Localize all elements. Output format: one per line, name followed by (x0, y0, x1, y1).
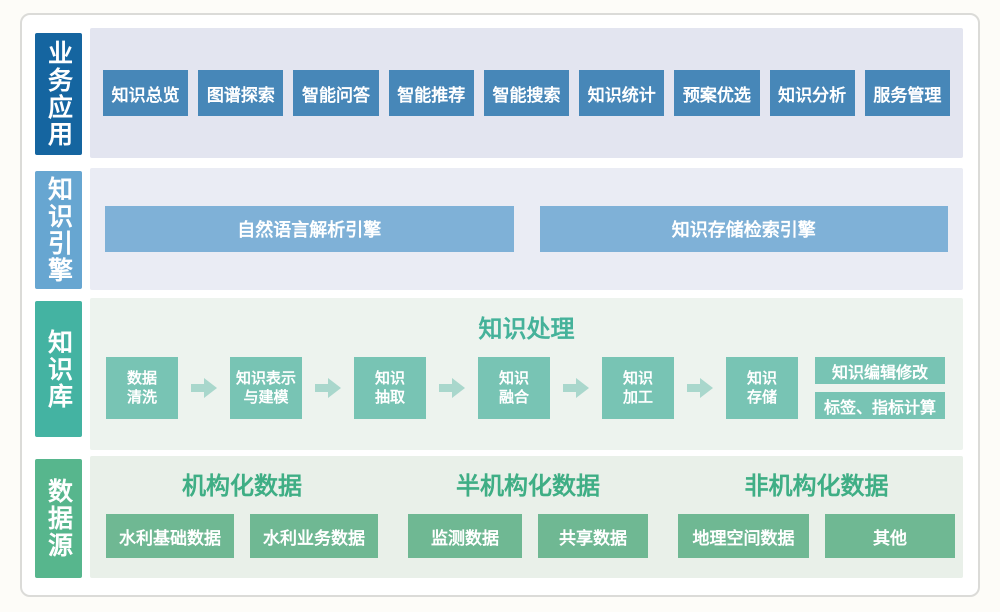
flow-step-data-cleaning: 数据 清洗 (106, 357, 178, 419)
flow-step-line: 数据 (126, 368, 157, 387)
data-group-structured: 机构化数据 水利基础数据 水利业务数据 (106, 466, 378, 558)
data-group-title: 半机构化数据 (456, 472, 600, 500)
data-source-panel: 机构化数据 水利基础数据 水利业务数据 半机构化数据 监测数据 共享数据 非机构… (90, 456, 963, 578)
app-button-knowledge-analysis: 知识分析 (769, 70, 855, 116)
data-group-semi-structured: 半机构化数据 监测数据 共享数据 (408, 466, 648, 558)
arrow-right-icon (687, 378, 713, 398)
app-button-knowledge-overview: 知识总览 (103, 70, 189, 116)
engine-storage-retrieval: 知识存储检索引擎 (539, 206, 948, 252)
data-group-title: 机构化数据 (182, 472, 302, 500)
flow-step-fusion: 知识 融合 (478, 357, 550, 419)
flow-step-line: 存储 (746, 388, 777, 406)
flow-step-line: 知识 (498, 368, 529, 387)
flow-step-line: 与建模 (243, 388, 289, 406)
flow-step-line: 知识 (746, 368, 777, 387)
flow-step-representation-modeling: 知识表示 与建模 (230, 357, 302, 419)
knowledge-processing-flow: 数据 清洗 知识表示 与建模 知识 抽取 知识 融合 知识 加工 知识 存储 知… (106, 357, 951, 419)
arrow-right-icon (439, 378, 465, 398)
knowledge-engine-panel: 自然语言解析引擎 知识存储检索引擎 (90, 168, 963, 290)
app-button-plan-selection: 预案优选 (674, 70, 760, 116)
app-button-smart-recommend: 智能推荐 (388, 70, 474, 116)
layer-label-data-source: 数据源 (35, 459, 82, 578)
flow-step-line: 知识 (622, 368, 653, 387)
arrow-right-icon (563, 378, 589, 398)
flow-step-line: 清洗 (126, 388, 157, 406)
tag-indicator-calc-box: 标签、指标计算 (815, 392, 945, 419)
business-apps-panel: 知识总览 图谱探索 智能问答 智能推荐 智能搜索 知识统计 预案优选 知识分析 … (90, 28, 963, 158)
flow-step-extraction: 知识 抽取 (354, 357, 426, 419)
knowledge-base-panel: 知识处理 数据 清洗 知识表示 与建模 知识 抽取 知识 融合 知识 加工 知识… (90, 298, 963, 450)
data-group-title: 非机构化数据 (744, 472, 889, 500)
knowledge-processing-title: 知识处理 (478, 315, 575, 343)
knowledge-base-side-tools: 知识编辑修改 标签、指标计算 (815, 357, 945, 419)
app-button-smart-search: 智能搜索 (483, 70, 570, 116)
arrow-right-icon (315, 378, 341, 398)
app-button-graph-explore: 图谱探索 (198, 70, 284, 116)
data-box-other: 其他 (825, 514, 955, 558)
layer-label-knowledge-base: 知识库 (35, 301, 82, 437)
flow-step-line: 加工 (622, 388, 653, 406)
data-group-unstructured: 非机构化数据 地理空间数据 其他 (678, 466, 955, 558)
flow-step-line: 知识表示 (235, 368, 296, 387)
knowledge-edit-modify-box: 知识编辑修改 (815, 357, 945, 384)
engine-nlp-parsing: 自然语言解析引擎 (105, 206, 514, 252)
layer-label-knowledge-engine: 知识引擎 (35, 171, 82, 289)
data-box-monitoring: 监测数据 (408, 514, 522, 558)
flow-step-line: 融合 (498, 388, 529, 406)
data-box-water-business: 水利业务数据 (250, 514, 378, 558)
flow-step-storage: 知识 存储 (726, 357, 798, 419)
app-button-knowledge-stats: 知识统计 (579, 70, 665, 116)
app-button-smart-qa: 智能问答 (293, 70, 379, 116)
flow-step-processing: 知识 加工 (602, 357, 674, 419)
data-box-water-basic: 水利基础数据 (106, 514, 234, 558)
flow-step-line: 知识 (374, 368, 405, 387)
layer-label-business-apps: 业务应用 (35, 33, 82, 155)
data-box-shared: 共享数据 (538, 514, 648, 558)
arrow-right-icon (191, 378, 217, 398)
app-button-service-management: 服务管理 (864, 70, 950, 116)
flow-step-line: 抽取 (374, 388, 405, 406)
data-box-geospatial: 地理空间数据 (678, 514, 809, 558)
